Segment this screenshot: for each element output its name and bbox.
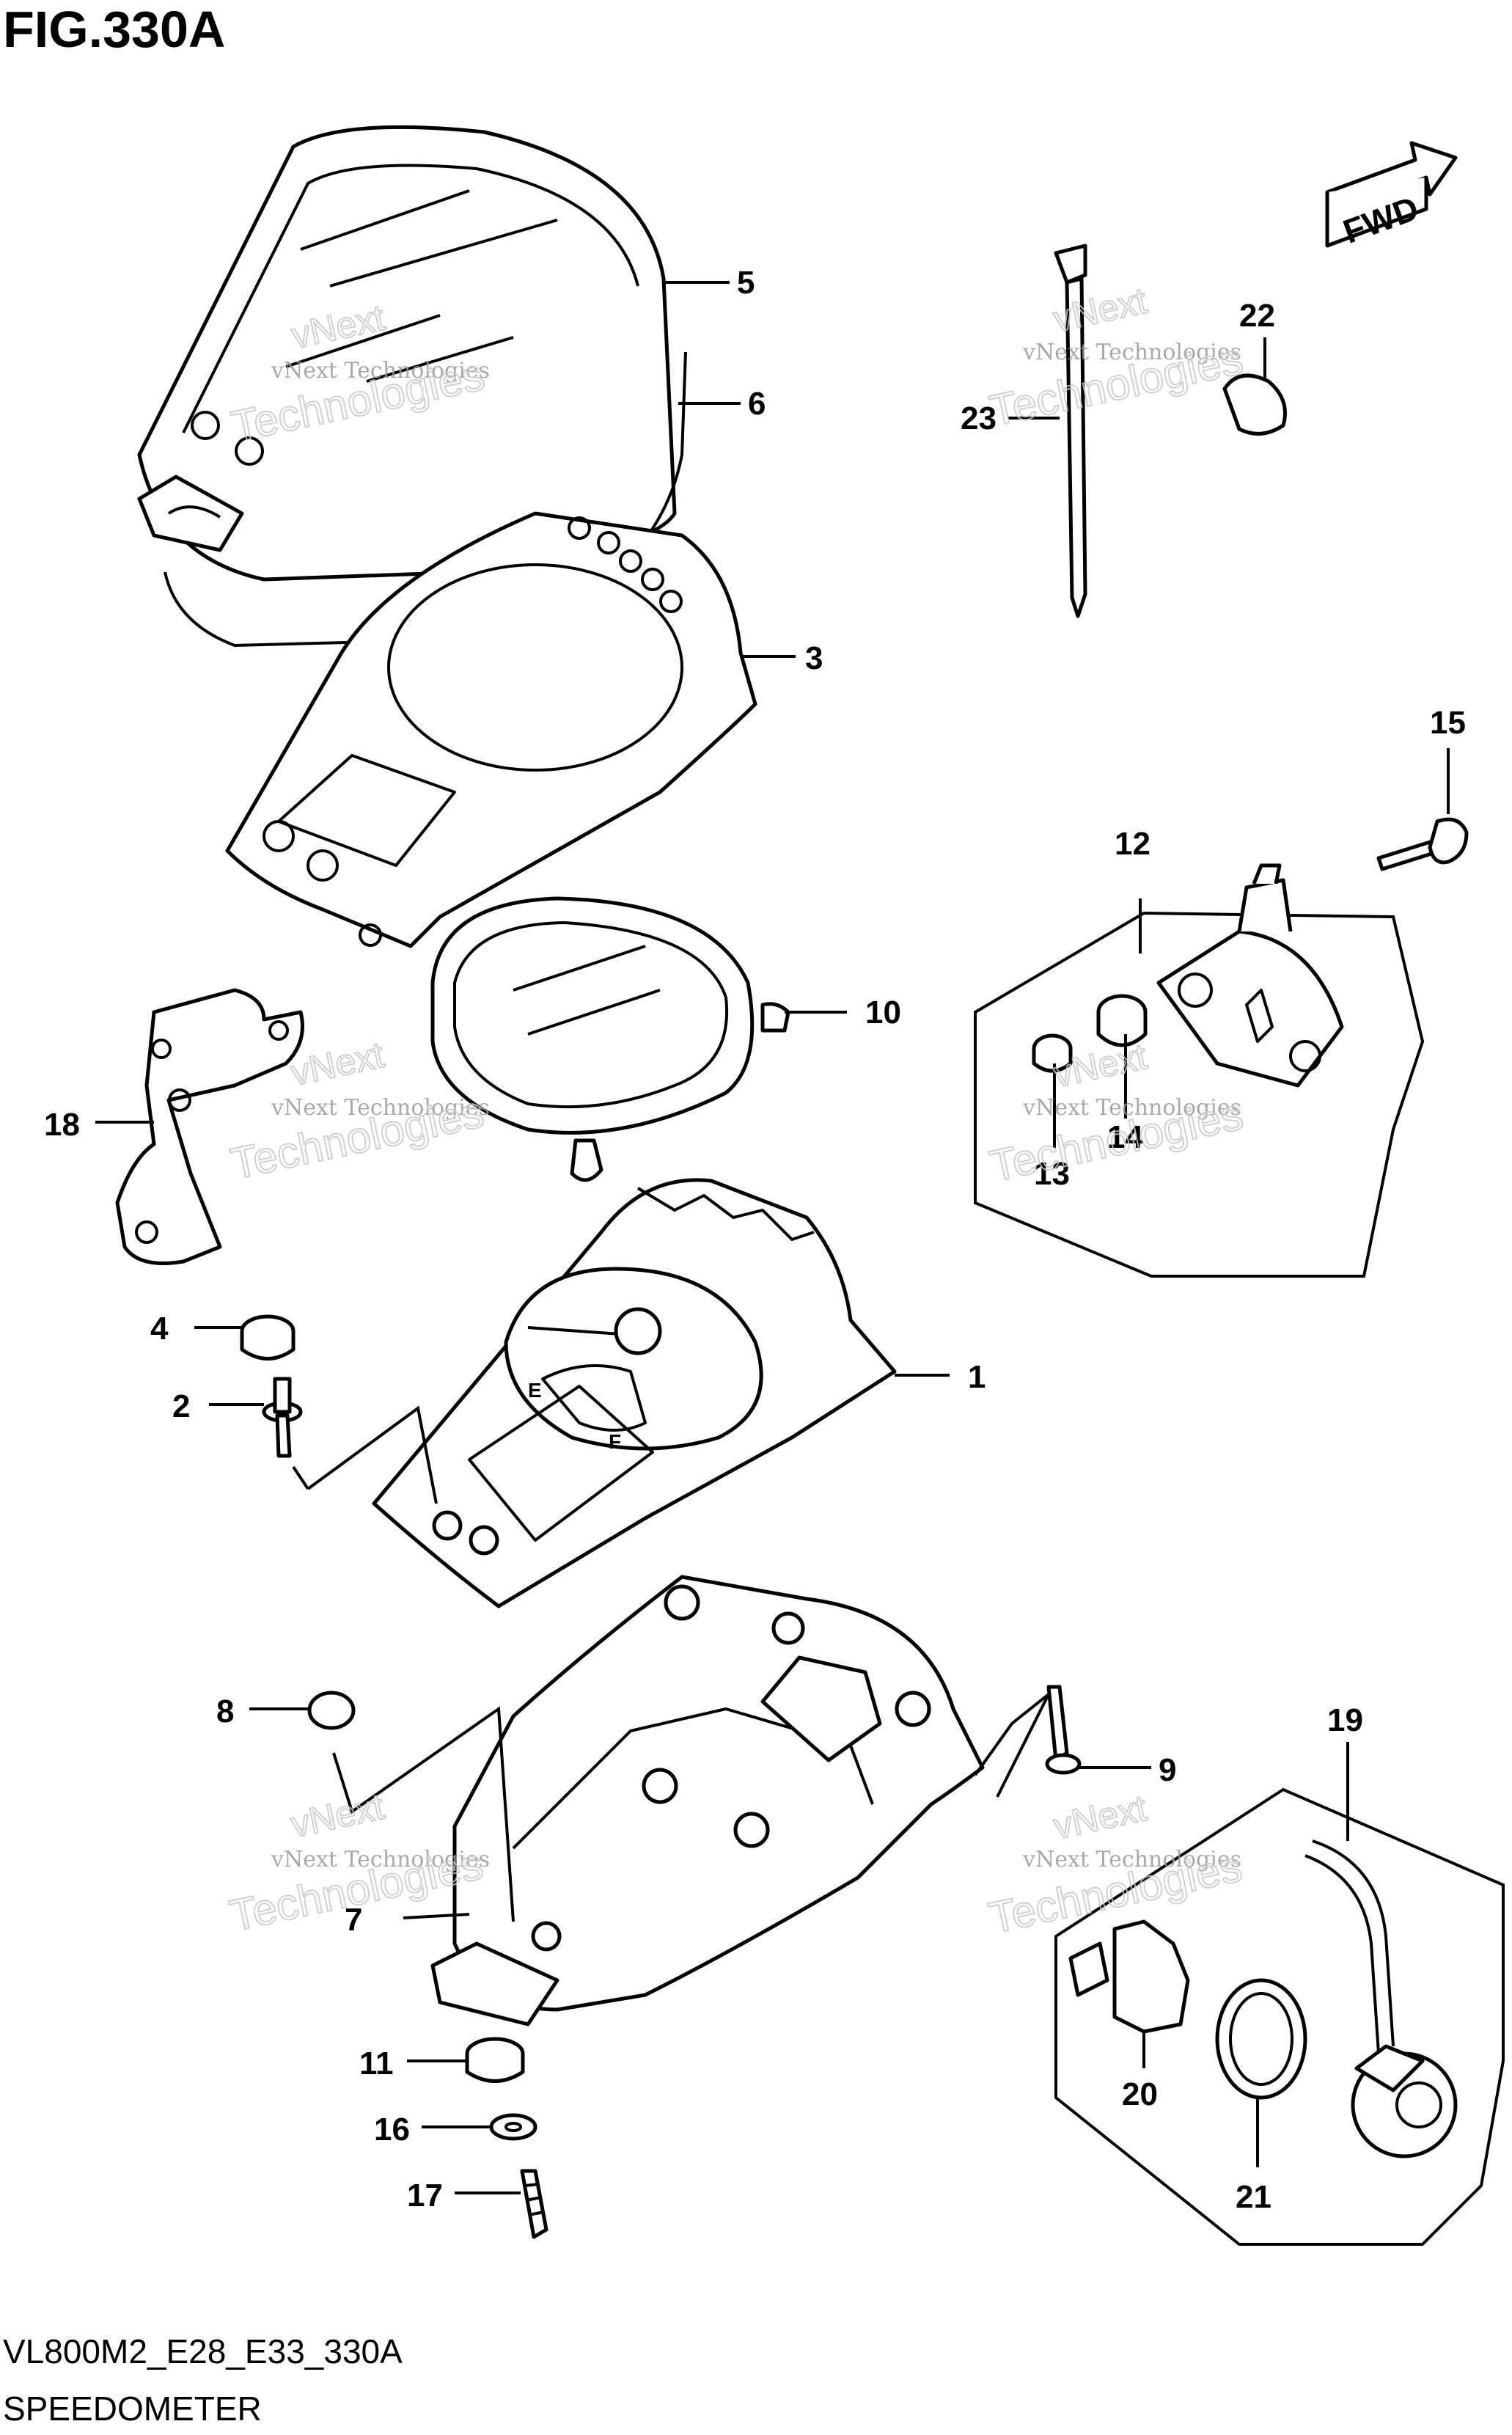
screw-part-17	[520, 2169, 548, 2239]
socket-group-box	[974, 863, 1425, 1278]
watermark-outline: vNext	[287, 1034, 388, 1094]
callout-10: 10	[865, 995, 901, 1030]
watermark-text: vNext Technologies	[1022, 1847, 1241, 1872]
callout-labels: 5 6 3 10 1 4 2 18 8 7 11 16 17 9 12 13 1…	[44, 265, 1466, 2215]
pin-part-2	[262, 1377, 303, 1458]
watermark-text: vNext Technologies	[1022, 1095, 1241, 1121]
callout-6: 6	[748, 386, 766, 422]
callout-1: 1	[968, 1359, 986, 1395]
bracket-part-18	[115, 988, 304, 1265]
callout-16: 16	[374, 2112, 410, 2147]
figure-title: FIG.330A	[3, 1, 225, 58]
sensor-group-box	[1054, 1787, 1505, 2246]
clamp-part-22	[1222, 373, 1287, 436]
callout-8: 8	[216, 1693, 234, 1729]
callout-7: 7	[345, 1902, 362, 1938]
screw-part-9	[1045, 1685, 1082, 1775]
grommet-part-11	[465, 2037, 525, 2083]
callout-14: 14	[1107, 1119, 1143, 1155]
cable-tie-part-23	[1054, 244, 1087, 618]
watermark-outline: vNext	[1050, 280, 1150, 340]
washer-part-16	[489, 2113, 537, 2141]
callout-9: 9	[1159, 1752, 1176, 1788]
callout-2: 2	[172, 1388, 190, 1424]
watermark-outline: vNext	[287, 1786, 388, 1845]
upper-cover-part-5	[137, 125, 677, 582]
callout-15: 15	[1430, 705, 1466, 741]
callout-11: 11	[359, 2046, 394, 2081]
dial-letter-f: F	[609, 1430, 621, 1453]
watermark-text: vNext Technologies	[1022, 340, 1241, 365]
callout-13: 13	[1034, 1156, 1070, 1192]
forward-arrow-icon: FWD	[1325, 141, 1458, 251]
callout-18: 18	[44, 1107, 80, 1143]
grommet-part-4	[240, 1314, 296, 1361]
callout-12: 12	[1115, 826, 1150, 862]
bolt-part-15	[1376, 817, 1469, 871]
callout-22: 22	[1239, 298, 1275, 334]
callout-21: 21	[1236, 2179, 1271, 2215]
watermark-text: vNext Technologies	[271, 1095, 490, 1121]
callout-23: 23	[961, 400, 997, 436]
watermark-outline: vNext	[1050, 1787, 1150, 1847]
rear-case	[430, 1575, 985, 2026]
callout-17: 17	[407, 2178, 443, 2214]
callout-20: 20	[1122, 2076, 1158, 2112]
meter-lens-part-10	[430, 896, 790, 1182]
leader-lines	[95, 281, 1450, 2194]
watermark-text: vNext Technologies	[271, 358, 490, 384]
diagram-caption: SPEEDOMETER	[3, 2390, 262, 2428]
callout-5: 5	[737, 265, 755, 301]
dial-letter-e: E	[528, 1379, 542, 1402]
meter-case-part-3	[225, 511, 757, 948]
callout-19: 19	[1327, 1702, 1363, 1738]
meter-assembly-part-1: E F	[372, 1178, 897, 1608]
callout-3: 3	[805, 640, 823, 676]
cap-part-8	[307, 1691, 356, 1730]
watermark-text: vNext Technologies	[271, 1847, 490, 1872]
model-code: VL800M2_E28_E33_330A	[3, 2332, 403, 2370]
callout-4: 4	[150, 1311, 169, 1347]
reference-lines	[292, 1405, 1050, 1922]
